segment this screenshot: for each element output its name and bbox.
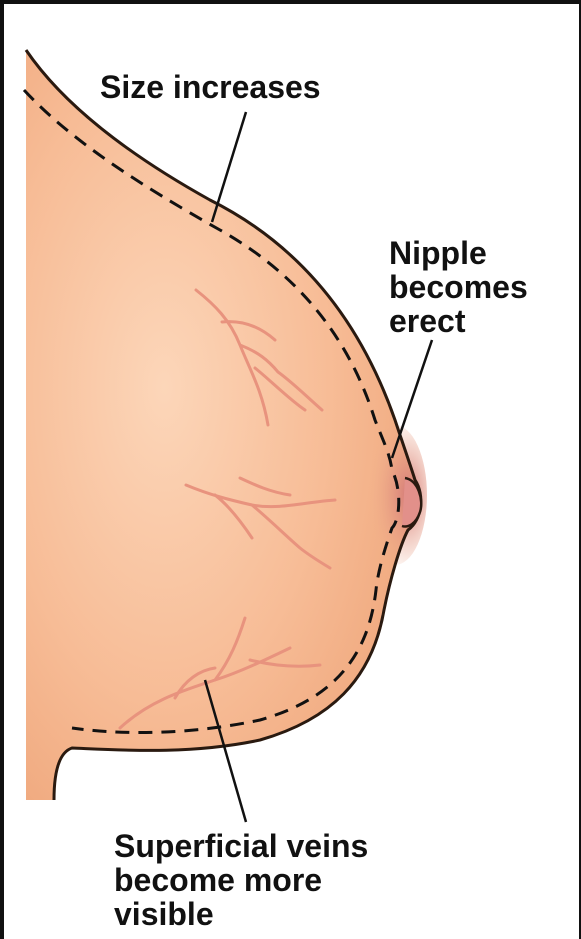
label-nipple-line-3: erect — [389, 304, 528, 338]
label-superficial-veins: Superficial veins become more visible — [114, 829, 368, 931]
label-size-increases: Size increases — [100, 68, 321, 106]
label-veins-line-1: Superficial veins — [114, 829, 368, 863]
label-nipple-line-2: becomes — [389, 270, 528, 304]
label-veins-line-2: become more — [114, 863, 368, 897]
label-nipple-becomes-erect: Nipple becomes erect — [389, 236, 528, 338]
breast-shape — [26, 50, 421, 800]
label-nipple-line-1: Nipple — [389, 236, 528, 270]
leader-size — [212, 112, 246, 222]
label-veins-line-3: visible — [114, 897, 368, 931]
